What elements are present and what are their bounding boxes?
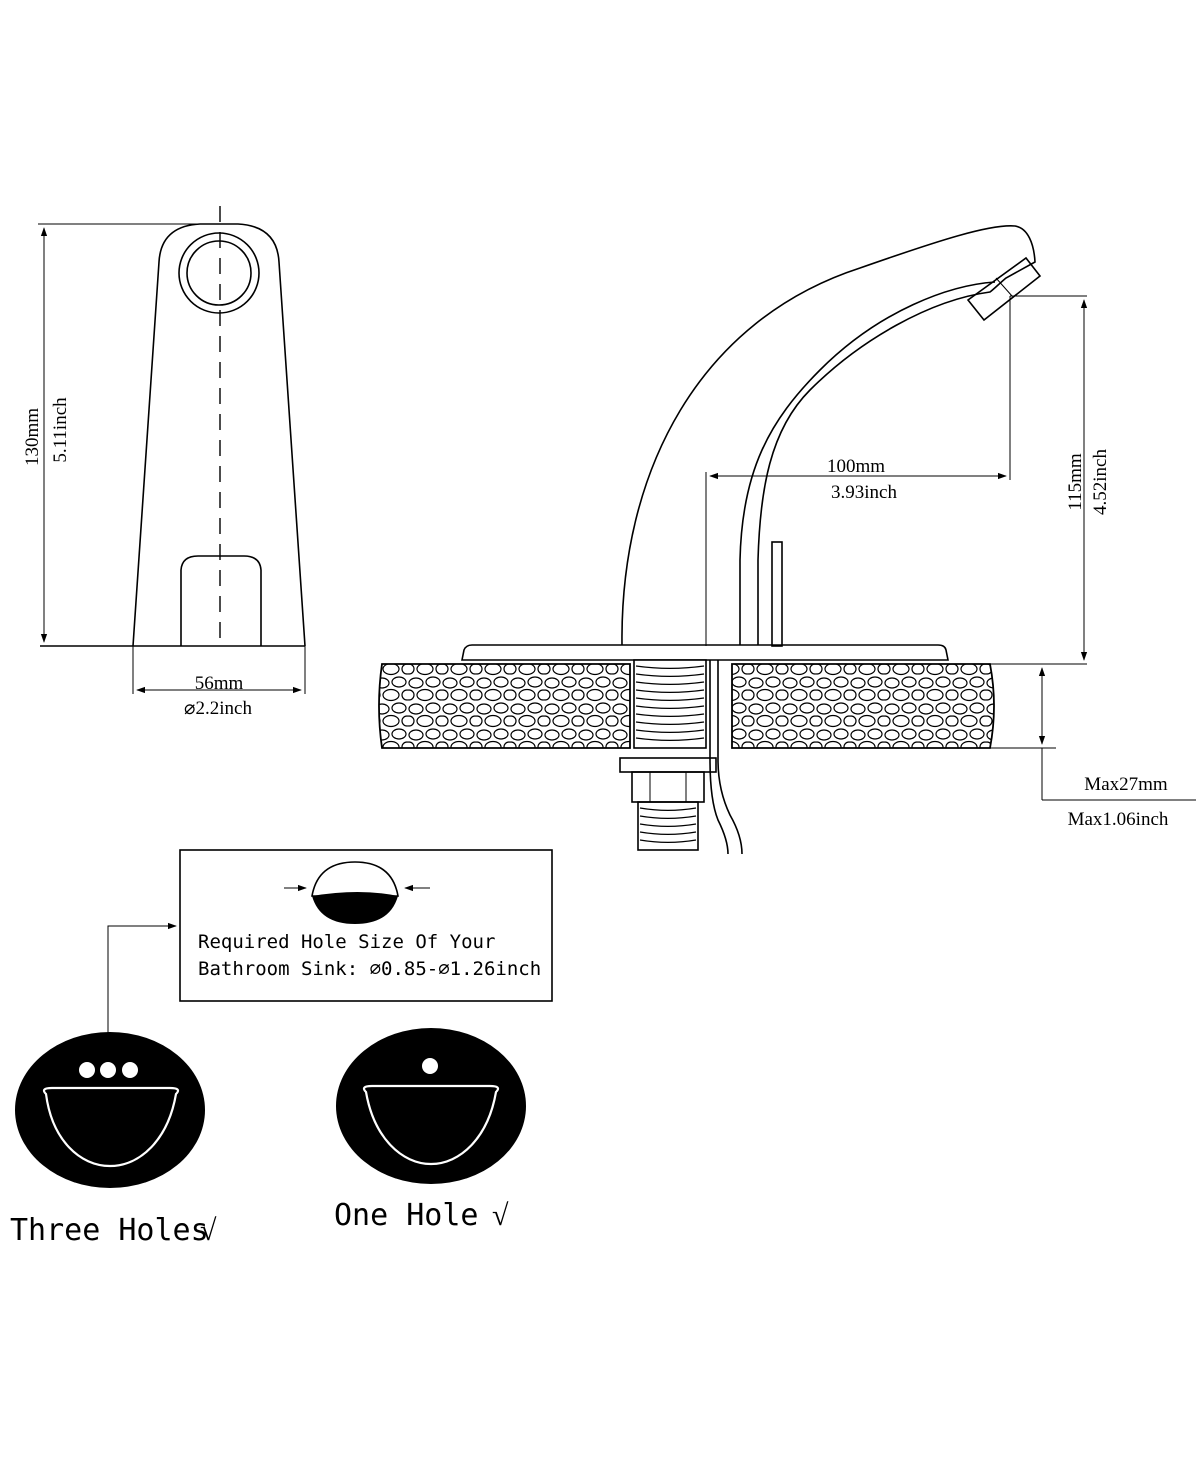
sink-one-hole: One Hole √ <box>334 1028 526 1233</box>
front-view-height-inch: 5.11inch <box>50 397 71 463</box>
side-view-cable <box>709 660 743 855</box>
side-view-height-inch: 4.52inch <box>1090 449 1111 515</box>
side-view-cable-stub <box>771 541 783 647</box>
sink-three-holes: Three Holes √ <box>10 1032 217 1248</box>
thread-ridge <box>635 729 705 734</box>
side-view-stud-lower-threads <box>639 807 697 844</box>
hole-size-hole-icon <box>311 861 399 897</box>
front-view-body-outline <box>132 223 306 647</box>
front-view-slot <box>180 555 262 646</box>
hole-size-leader-line <box>107 922 177 1048</box>
side-view-stud <box>633 659 707 749</box>
sink-hole-right-icon <box>122 1062 138 1078</box>
thread-ridge <box>639 839 697 844</box>
thread-ridge <box>635 737 705 742</box>
thread-ridge <box>639 815 697 820</box>
hole-size-note-line1: Required Hole Size Of Your <box>198 931 495 953</box>
side-view-height-mm: 115mm <box>1065 453 1086 511</box>
thread-ridge <box>635 689 705 694</box>
hole-size-note-box <box>179 849 553 1002</box>
side-view-countertop-left <box>378 663 631 749</box>
side-view: 100mm 3.93inch 115mm 4.52inch Max27mm Ma… <box>378 225 1196 855</box>
thread-ridge <box>635 705 705 710</box>
sink-three-holes-label: Three Holes <box>10 1213 209 1248</box>
sink-three-holes-check-icon: √ <box>200 1214 217 1247</box>
front-view-height-mm: 130mm <box>22 408 43 466</box>
sink-one-hole-check-icon: √ <box>492 1199 509 1232</box>
sink-one-hole-label: One Hole <box>334 1198 479 1233</box>
sink-one-hole-bowl <box>362 1084 500 1166</box>
side-view-base-plate <box>461 644 949 661</box>
thread-ridge <box>635 713 705 718</box>
side-view-countertop-right <box>731 663 995 749</box>
side-view-reach-inch: 3.93inch <box>831 482 897 503</box>
sink-hole-left-icon <box>79 1062 95 1078</box>
side-view-reach-mm: 100mm <box>827 456 885 477</box>
side-view-sensor-window <box>966 256 1042 322</box>
side-view-washer <box>619 757 717 773</box>
hole-size-note-line2: Bathroom Sink: ⌀0.85-⌀1.26inch <box>198 958 541 980</box>
thread-ridge <box>635 721 705 726</box>
thread-ridge <box>639 831 697 836</box>
sink-hole-center-icon <box>100 1062 116 1078</box>
front-view: 130mm 5.11inch 56mm ⌀2.2inch <box>22 206 306 719</box>
sink-three-holes-basin <box>15 1032 205 1188</box>
thread-ridge <box>635 697 705 702</box>
side-view-deck-inch: Max1.06inch <box>1068 809 1169 830</box>
sink-three-holes-bowl <box>42 1086 180 1168</box>
sink-one-hole-basin <box>336 1028 526 1184</box>
side-view-stud-threads <box>635 665 705 742</box>
front-view-spout-outer <box>178 232 260 314</box>
thread-ridge <box>639 823 697 828</box>
side-view-stud-lower <box>637 801 699 851</box>
thread-ridge <box>635 681 705 686</box>
side-view-spout-inner-curve <box>739 281 996 645</box>
hole-size-hole-shadow-icon <box>312 892 398 924</box>
side-view-spout-outline <box>621 225 1036 646</box>
side-view-deck-mm: Max27mm <box>1084 774 1168 795</box>
side-view-sensor-line <box>995 277 1013 297</box>
thread-ridge <box>635 665 705 670</box>
front-view-width-inch: ⌀2.2inch <box>184 698 252 719</box>
side-view-nut <box>631 771 705 803</box>
front-view-spout-inner <box>186 240 252 306</box>
front-view-width-mm: 56mm <box>195 673 244 694</box>
thread-ridge <box>635 673 705 678</box>
sink-single-hole-icon <box>422 1058 438 1074</box>
hole-size-note: Required Hole Size Of Your Bathroom Sink… <box>107 849 553 1048</box>
thread-ridge <box>639 807 697 812</box>
